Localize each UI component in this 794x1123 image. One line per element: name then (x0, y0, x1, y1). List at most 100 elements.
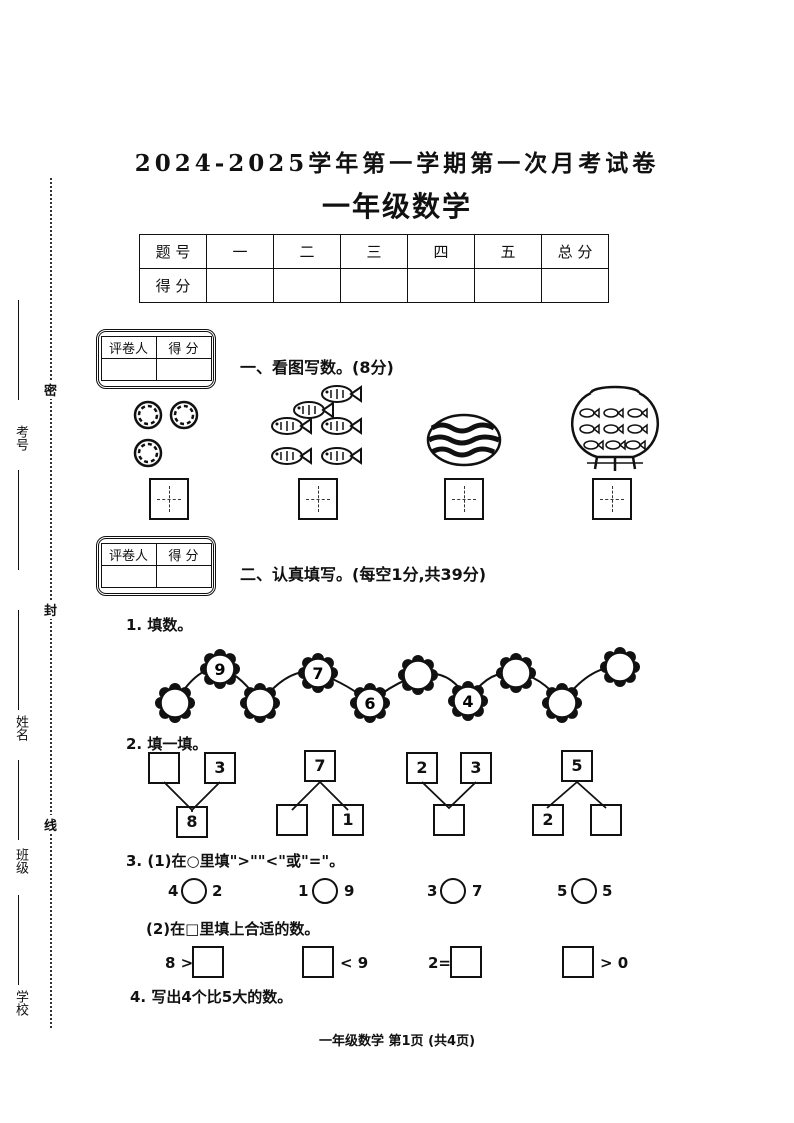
grader-box-2: 评卷人 得 分 (96, 536, 216, 596)
answer-box-fish[interactable] (298, 478, 338, 520)
name-line-a (18, 470, 19, 570)
flower-slot[interactable] (600, 647, 640, 687)
seal-char-mi: 密 (44, 380, 58, 399)
fish-icon (271, 447, 312, 465)
fill-box[interactable] (192, 946, 224, 978)
class-label: 班级 (13, 848, 28, 874)
answer-box-watermelon[interactable] (444, 478, 484, 520)
score-cell[interactable] (474, 268, 542, 303)
score-cell[interactable] (273, 268, 341, 303)
fill-box[interactable] (302, 946, 334, 978)
compare-left: 1 (298, 882, 309, 900)
compare-right: 5 (602, 882, 613, 900)
small-fish-icon (603, 407, 624, 419)
small-fish-icon (603, 423, 624, 435)
score-cell[interactable] (206, 268, 274, 303)
exam-title: 2024-2025学年第一学期第一次月考试卷 (134, 150, 660, 177)
class-line (18, 760, 19, 840)
compare-circle[interactable] (181, 878, 207, 904)
q2-group3-bottom[interactable] (433, 804, 465, 836)
exam-subtitle: 一年级数学 (321, 190, 472, 223)
score-cell[interactable] (407, 268, 475, 303)
reviewer-cell[interactable] (100, 358, 157, 381)
q1-label: 1. 填数。 (126, 616, 193, 634)
score-cell[interactable] (155, 358, 212, 381)
q2-group1-bottom[interactable]: 8 (176, 806, 208, 838)
seal-char-xian: 线 (44, 815, 58, 834)
compare-right: 2 (212, 882, 223, 900)
flower-number: 9 (214, 660, 225, 679)
reviewer-label: 评卷人 (100, 543, 157, 566)
q2-group1-top-right[interactable]: 3 (204, 752, 236, 784)
fill-after: > 0 (600, 954, 629, 972)
q2-group4-bottom-right[interactable] (590, 804, 622, 836)
small-fish-icon (625, 439, 646, 451)
flower-number: 4 (462, 692, 473, 711)
compare-circle[interactable] (571, 878, 597, 904)
seal-char-feng: 封 (44, 600, 58, 619)
compare-circle[interactable] (440, 878, 466, 904)
score-table: 题 号 一 二 三 四 五 总 分 得 分 (139, 234, 609, 303)
fish-icon (271, 417, 312, 435)
grader-box-1: 评卷人 得 分 (96, 329, 216, 389)
q2-group1-top-left[interactable] (148, 752, 180, 784)
score-cell[interactable] (541, 268, 609, 303)
flower-number: 7 (312, 664, 323, 683)
q2-group2-bottom-left[interactable] (276, 804, 308, 836)
flowers-picture (133, 400, 199, 468)
score-label: 得 分 (155, 336, 212, 359)
q2-connector-lines (163, 781, 607, 812)
compare-right: 7 (472, 882, 483, 900)
exam-number-line (18, 300, 19, 400)
flower-slot[interactable] (398, 655, 438, 695)
header-cell: 题 号 (139, 234, 207, 269)
score-row-label: 得 分 (139, 268, 207, 303)
reviewer-cell[interactable] (100, 565, 157, 588)
flower-slot[interactable] (240, 683, 280, 723)
header-cell: 五 (474, 234, 542, 269)
answer-box-fishbowl[interactable] (592, 478, 632, 520)
q2-group2-bottom-right[interactable]: 1 (332, 804, 364, 836)
compare-right: 9 (344, 882, 355, 900)
small-fish-icon (579, 407, 600, 419)
header-cell: 四 (407, 234, 475, 269)
fish-icon (321, 385, 362, 403)
header-cell: 一 (206, 234, 274, 269)
compare-left: 5 (557, 882, 568, 900)
q3-label-part1: 3. (1)在○里填">""<"或"="。 (126, 852, 345, 870)
small-fish-icon (627, 423, 648, 435)
flower-slot[interactable] (155, 683, 195, 723)
q2-group2-top[interactable]: 7 (304, 750, 336, 782)
answer-box-flowers[interactable] (149, 478, 189, 520)
header-cell: 三 (340, 234, 408, 269)
fill-box[interactable] (450, 946, 482, 978)
q2-group3-top-left[interactable]: 2 (406, 752, 438, 784)
flower-slot: 4 (448, 681, 488, 721)
fishbowl-picture (570, 385, 660, 471)
q2-group4-bottom-left[interactable]: 2 (532, 804, 564, 836)
flower-slot: 9 (200, 649, 240, 689)
header-cell: 二 (273, 234, 341, 269)
score-cell[interactable] (340, 268, 408, 303)
score-cell[interactable] (155, 565, 212, 588)
fill-box[interactable] (562, 946, 594, 978)
exam-number-label: 考号 (13, 425, 28, 451)
q4-label: 4. 写出4个比5大的数。 (130, 988, 293, 1006)
score-table-score-row: 得 分 (139, 268, 609, 303)
fish-icon (321, 447, 362, 465)
fill-before: 8 > (165, 954, 194, 972)
q2-group4-top[interactable]: 5 (561, 750, 593, 782)
q2-label: 2. 填一填。 (126, 735, 208, 753)
q2-group3-top-right[interactable]: 3 (460, 752, 492, 784)
flower-chain: 9 7 6 4 (155, 647, 640, 723)
flower-slot[interactable] (542, 683, 582, 723)
flower-slot: 7 (298, 653, 338, 693)
flower-number: 6 (364, 694, 375, 713)
flower-slot: 6 (350, 683, 390, 723)
compare-left: 4 (168, 882, 179, 900)
compare-circle[interactable] (312, 878, 338, 904)
school-line (18, 895, 19, 985)
flower-slot[interactable] (496, 653, 536, 693)
q3-label-part2: (2)在□里填上合适的数。 (146, 920, 320, 938)
page-footer: 一年级数学 第1页 (共4页) (318, 1034, 476, 1049)
